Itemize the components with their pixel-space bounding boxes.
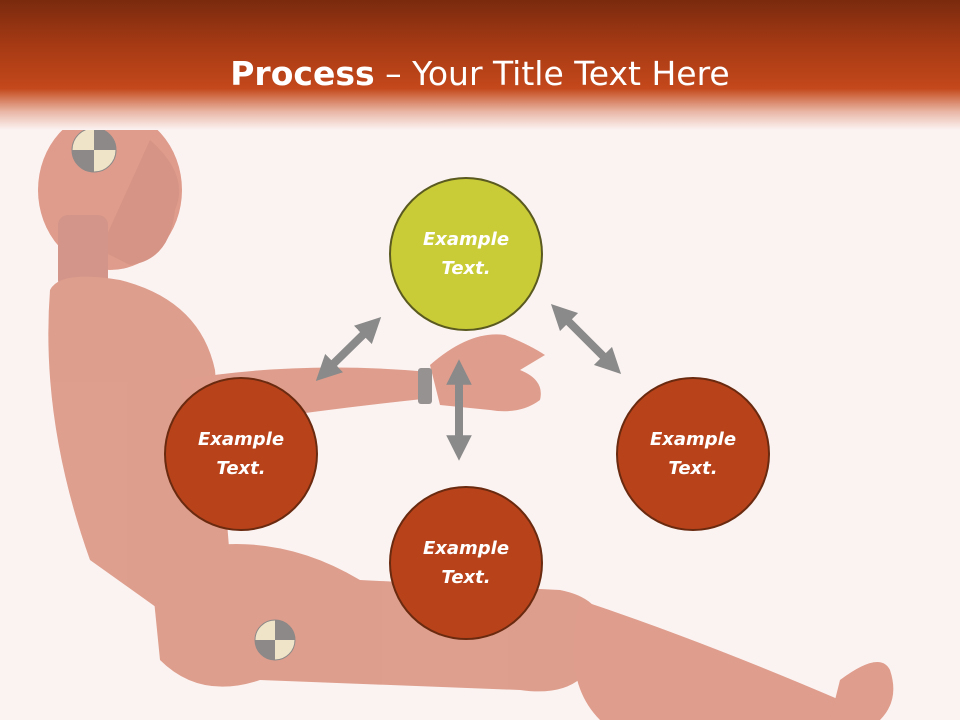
process-node-bottom-label: Example Text.: [422, 538, 510, 588]
process-node-left[interactable]: Example Text.: [164, 377, 318, 531]
process-node-bottom[interactable]: Example Text.: [389, 486, 543, 640]
title-bold: Process: [230, 54, 375, 93]
double-headed-arrow-icon: [315, 317, 382, 381]
header-band: [0, 0, 960, 130]
process-node-right-label: Example Text.: [649, 429, 737, 479]
process-node-left-label: Example Text.: [197, 429, 285, 479]
double-headed-arrow-icon: [550, 303, 622, 375]
process-node-top[interactable]: Example Text.: [389, 177, 543, 331]
slide-title: Process – Your Title Text Here: [0, 52, 960, 96]
process-node-top-label: Example Text.: [422, 229, 510, 279]
title-rest: – Your Title Text Here: [374, 54, 730, 93]
process-node-right[interactable]: Example Text.: [616, 377, 770, 531]
